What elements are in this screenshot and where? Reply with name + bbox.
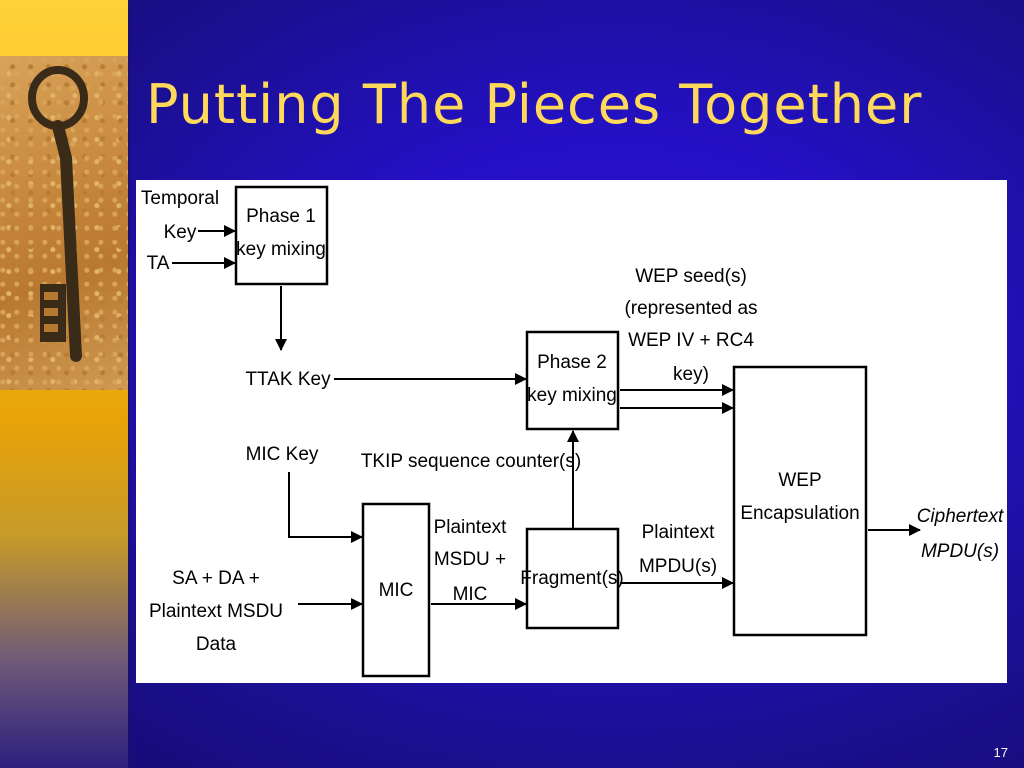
temporal-key-label-1: Temporal (141, 188, 219, 209)
plaintext-mpdu-label-2: MPDU(s) (639, 556, 717, 577)
wep-seed-label-1: WEP seed(s) (635, 266, 747, 287)
sa-da-label-1: SA + DA + (172, 568, 260, 589)
wep-label-1: WEP (778, 470, 821, 491)
wep-label-2: Encapsulation (740, 503, 859, 524)
ciphertext-label-2: MPDU(s) (921, 541, 999, 562)
phase2-label-1: Phase 2 (537, 352, 607, 373)
arrow-mic-key-to-mic (288, 472, 363, 543)
phase2-label-2: key mixing (527, 385, 617, 406)
fragment-label: Fragment(s) (520, 568, 623, 589)
phase1-label-1: Phase 1 (246, 206, 316, 227)
tkip-diagram: Phase 1 key mixing Phase 2 key mixing MI… (136, 180, 1007, 683)
tkip-counter-label: TKIP sequence counter(s) (361, 451, 581, 472)
plaintext-msdu-label-1: Plaintext (434, 517, 508, 538)
fragment-box (525, 527, 620, 630)
mic-key-label: MIC Key (246, 444, 319, 465)
slide-title: Putting The Pieces Together (146, 73, 923, 136)
wep-encapsulation-box (732, 365, 868, 637)
old-key-icon (0, 56, 128, 390)
wep-seed-label-3: WEP IV + RC4 (628, 330, 754, 351)
plaintext-msdu-label-2: MSDU + (434, 549, 506, 570)
sa-da-label-2: Plaintext MSDU (149, 601, 283, 622)
phase2-box (525, 330, 620, 431)
mic-box (361, 502, 431, 678)
plaintext-msdu-label-3: MIC (453, 584, 488, 605)
plaintext-mpdu-label-1: Plaintext (642, 522, 716, 543)
ta-label: TA (147, 253, 170, 274)
phase1-label-2: key mixing (236, 239, 326, 260)
temporal-key-label-2: Key (164, 222, 197, 243)
ciphertext-label-1: Ciphertext (917, 506, 1004, 527)
sa-da-label-3: Data (196, 634, 237, 655)
wep-seed-label-4: key) (673, 364, 709, 385)
page-number: 17 (993, 745, 1008, 760)
wep-seed-label-2: (represented as (624, 298, 757, 319)
mic-label: MIC (379, 580, 414, 601)
phase1-box (234, 185, 329, 286)
ttak-key-label: TTAK Key (245, 369, 331, 390)
